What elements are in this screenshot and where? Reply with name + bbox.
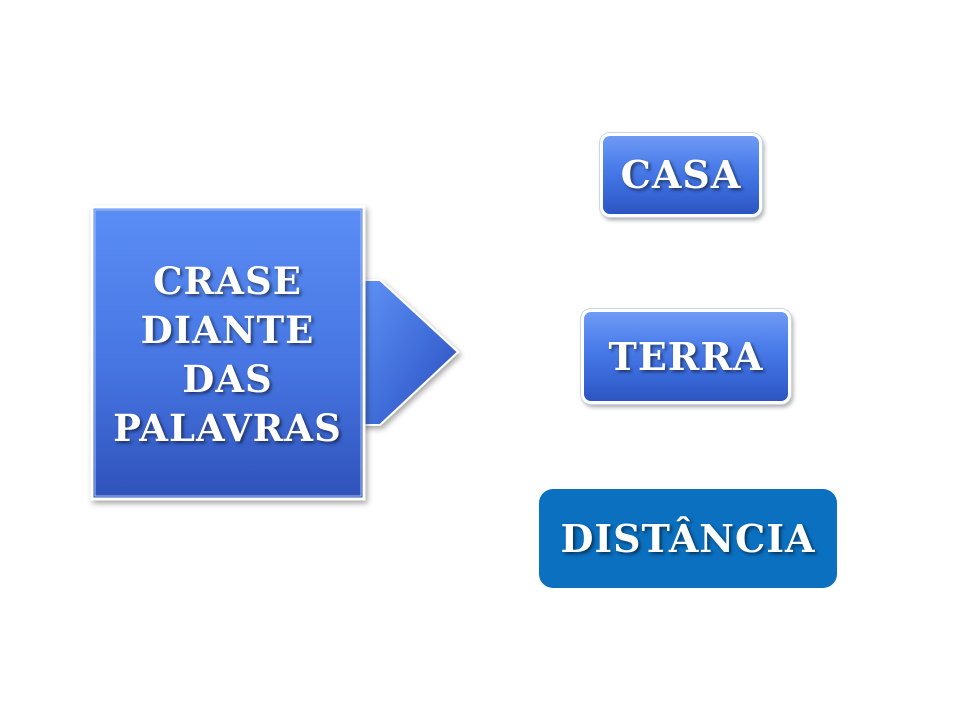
main-concept-arrow-graphic	[90, 205, 460, 501]
arrow-head	[361, 279, 460, 426]
main-concept-shape: CRASE DIANTE DAS PALAVRAS	[90, 205, 462, 501]
main-concept-label: CRASE DIANTE DAS PALAVRAS	[90, 257, 365, 453]
main-label-line-4: PALAVRAS	[113, 406, 342, 450]
main-label-line-1: CRASE	[153, 259, 302, 303]
main-label-line-3: DAS	[182, 357, 273, 401]
item-distancia: DISTÂNCIA	[539, 489, 837, 588]
item-terra: TERRA	[581, 309, 791, 404]
main-box	[90, 205, 366, 501]
item-casa: CASA	[600, 133, 762, 217]
main-label-line-2: DIANTE	[140, 308, 315, 352]
